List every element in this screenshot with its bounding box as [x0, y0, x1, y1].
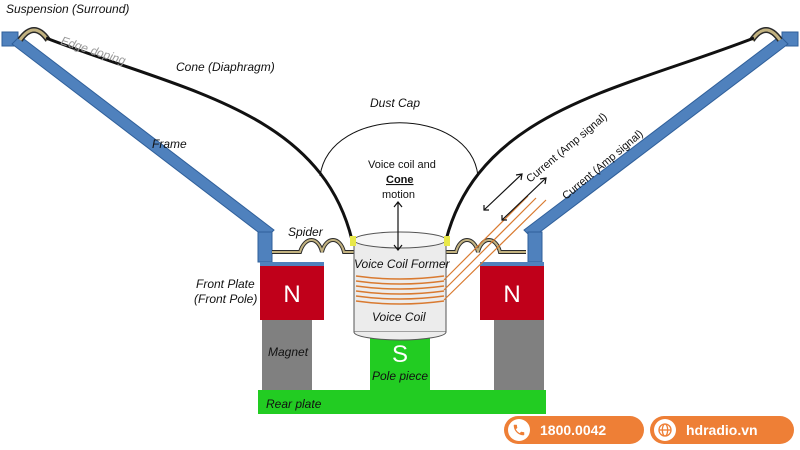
front-plate-left-top [260, 262, 324, 266]
label-motion-1: Voice coil and [368, 159, 436, 171]
front-plate-right [480, 266, 544, 320]
phone-icon [508, 419, 530, 441]
label-magnet: Magnet [268, 345, 309, 359]
phone-number: 1800.0042 [540, 422, 607, 438]
suspension-surround [17, 27, 783, 42]
phone-badge[interactable]: 1800.0042 [504, 416, 644, 444]
voice-coil-former [350, 231, 450, 341]
current-arrow-2 [501, 177, 547, 221]
label-north-right: N [503, 281, 520, 308]
label-dust-cap: Dust Cap [370, 96, 420, 110]
label-cone: Cone (Diaphragm) [176, 60, 275, 74]
magnet-right [494, 320, 544, 390]
current-arrow-1 [483, 173, 523, 211]
front-plate-left [260, 266, 324, 320]
rear-plate [258, 390, 546, 414]
label-voice-coil: Voice Coil [372, 310, 426, 324]
label-frame: Frame [152, 137, 187, 151]
front-plate-right-top [480, 262, 544, 266]
label-spider: Spider [288, 225, 324, 239]
label-rear-plate: Rear plate [266, 397, 322, 411]
label-motion-3: motion [382, 189, 415, 201]
label-edge-doping: Edge doping [59, 34, 128, 68]
label-motion-2: Cone [386, 174, 414, 186]
label-suspension: Suspension (Surround) [6, 2, 129, 16]
label-front-plate-2: (Front Pole) [194, 292, 257, 306]
frame [1, 31, 799, 263]
label-voice-coil-former: Voice Coil Former [354, 257, 451, 271]
voice-coil [355, 275, 445, 305]
cone [45, 36, 755, 241]
website-url: hdradio.vn [686, 422, 758, 438]
label-north-left: N [283, 281, 300, 308]
motion-arrow [393, 201, 403, 251]
magnet-left [262, 320, 312, 390]
globe-icon [654, 419, 676, 441]
label-pole-piece: Pole piece [372, 369, 428, 383]
label-front-plate-1: Front Plate [196, 277, 255, 291]
suspension-surround-inner [18, 28, 782, 41]
current-wires [443, 195, 547, 301]
spider-inner [272, 239, 526, 253]
dust-cap [319, 122, 479, 177]
label-south: S [392, 341, 408, 368]
website-badge[interactable]: hdradio.vn [650, 416, 794, 444]
